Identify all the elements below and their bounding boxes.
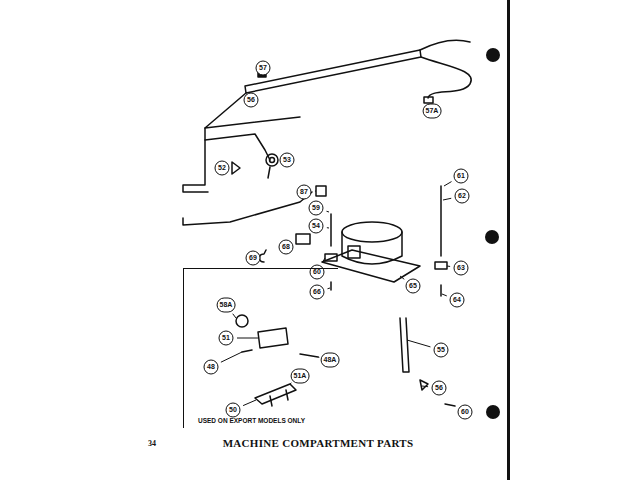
binder-hole bbox=[486, 48, 500, 62]
callout-number: 66 bbox=[310, 285, 325, 300]
leader-line bbox=[407, 340, 430, 347]
callout-number: 60 bbox=[458, 405, 473, 420]
clip bbox=[260, 250, 267, 262]
page-number: 34 bbox=[148, 439, 156, 448]
callout-number: 52 bbox=[215, 161, 230, 176]
note-text: USED ON EXPORT MODELS ONLY bbox=[184, 417, 338, 428]
harness-wire bbox=[205, 93, 300, 128]
callout-number: 53 bbox=[280, 153, 295, 168]
leader-line bbox=[327, 211, 329, 213]
terminal bbox=[316, 186, 326, 196]
power-cord bbox=[421, 57, 471, 98]
inset-panel: USED ON EXPORT MODELS ONLY bbox=[183, 268, 338, 428]
callout-number: 56 bbox=[432, 381, 447, 396]
leader-line bbox=[318, 357, 319, 358]
binder-hole bbox=[486, 405, 500, 419]
harness-strip bbox=[245, 50, 421, 93]
leader-line bbox=[243, 400, 256, 406]
leader-line bbox=[443, 198, 451, 200]
terminal-box bbox=[348, 246, 360, 258]
leader-line bbox=[328, 288, 330, 290]
relay-lead bbox=[268, 167, 270, 178]
stud bbox=[331, 282, 441, 296]
leader-line bbox=[237, 338, 258, 339]
leader-line bbox=[422, 386, 428, 388]
plug bbox=[424, 97, 433, 103]
callout-number: 58A bbox=[217, 298, 236, 313]
callout-number: 51 bbox=[219, 331, 234, 346]
clip bbox=[232, 162, 240, 174]
leader-line bbox=[322, 258, 325, 262]
callout-number: 51A bbox=[291, 369, 310, 384]
callout-number: 57A bbox=[423, 104, 442, 119]
callout-number: 57 bbox=[256, 61, 271, 76]
grommet bbox=[435, 262, 447, 269]
leader-line bbox=[400, 276, 404, 279]
ring bbox=[236, 315, 248, 327]
grommet bbox=[325, 254, 337, 261]
page-edge bbox=[507, 0, 510, 480]
callout-number: 87 bbox=[297, 185, 312, 200]
callout-number: 48A bbox=[321, 353, 340, 368]
callout-number: 48 bbox=[204, 360, 219, 375]
callout-number: 65 bbox=[406, 279, 421, 294]
leader-line bbox=[290, 383, 291, 384]
callout-number: 62 bbox=[455, 189, 470, 204]
callout-number: 60 bbox=[310, 265, 325, 280]
bolt bbox=[331, 186, 441, 256]
leader-line bbox=[233, 314, 236, 318]
callout-number: 56 bbox=[244, 93, 259, 108]
callout-number: 64 bbox=[450, 293, 465, 308]
leader-line bbox=[444, 182, 452, 186]
callout-number: 63 bbox=[454, 261, 469, 276]
bracket bbox=[270, 390, 288, 406]
relay bbox=[270, 158, 275, 163]
callout-number: 54 bbox=[309, 219, 324, 234]
harness-wire bbox=[183, 192, 312, 225]
compressor-base bbox=[322, 250, 420, 282]
leader-line bbox=[221, 352, 242, 362]
leader-line bbox=[315, 191, 316, 192]
callout-number: 68 bbox=[279, 240, 294, 255]
harness-wire bbox=[183, 128, 208, 192]
callout-number: 61 bbox=[454, 169, 469, 184]
tube bbox=[400, 318, 409, 372]
callout-number: 50 bbox=[226, 403, 241, 418]
wire bbox=[420, 40, 470, 50]
cap bbox=[420, 380, 428, 390]
callout-number: 59 bbox=[309, 201, 324, 216]
callout-number: 55 bbox=[434, 343, 449, 358]
relay-block bbox=[296, 234, 310, 244]
bracket bbox=[255, 384, 296, 404]
screw bbox=[242, 350, 318, 357]
leader-line bbox=[327, 227, 329, 228]
screw bbox=[445, 404, 455, 406]
diagram-title: MACHINE COMPARTMENT PARTS bbox=[223, 437, 414, 449]
callout-number: 69 bbox=[246, 251, 261, 266]
capacitor bbox=[258, 328, 288, 348]
harness-wire bbox=[205, 134, 270, 160]
leader-line bbox=[447, 266, 450, 267]
leader-line bbox=[442, 294, 447, 296]
relay bbox=[266, 154, 278, 166]
binder-hole bbox=[485, 230, 499, 244]
compressor bbox=[342, 222, 402, 242]
